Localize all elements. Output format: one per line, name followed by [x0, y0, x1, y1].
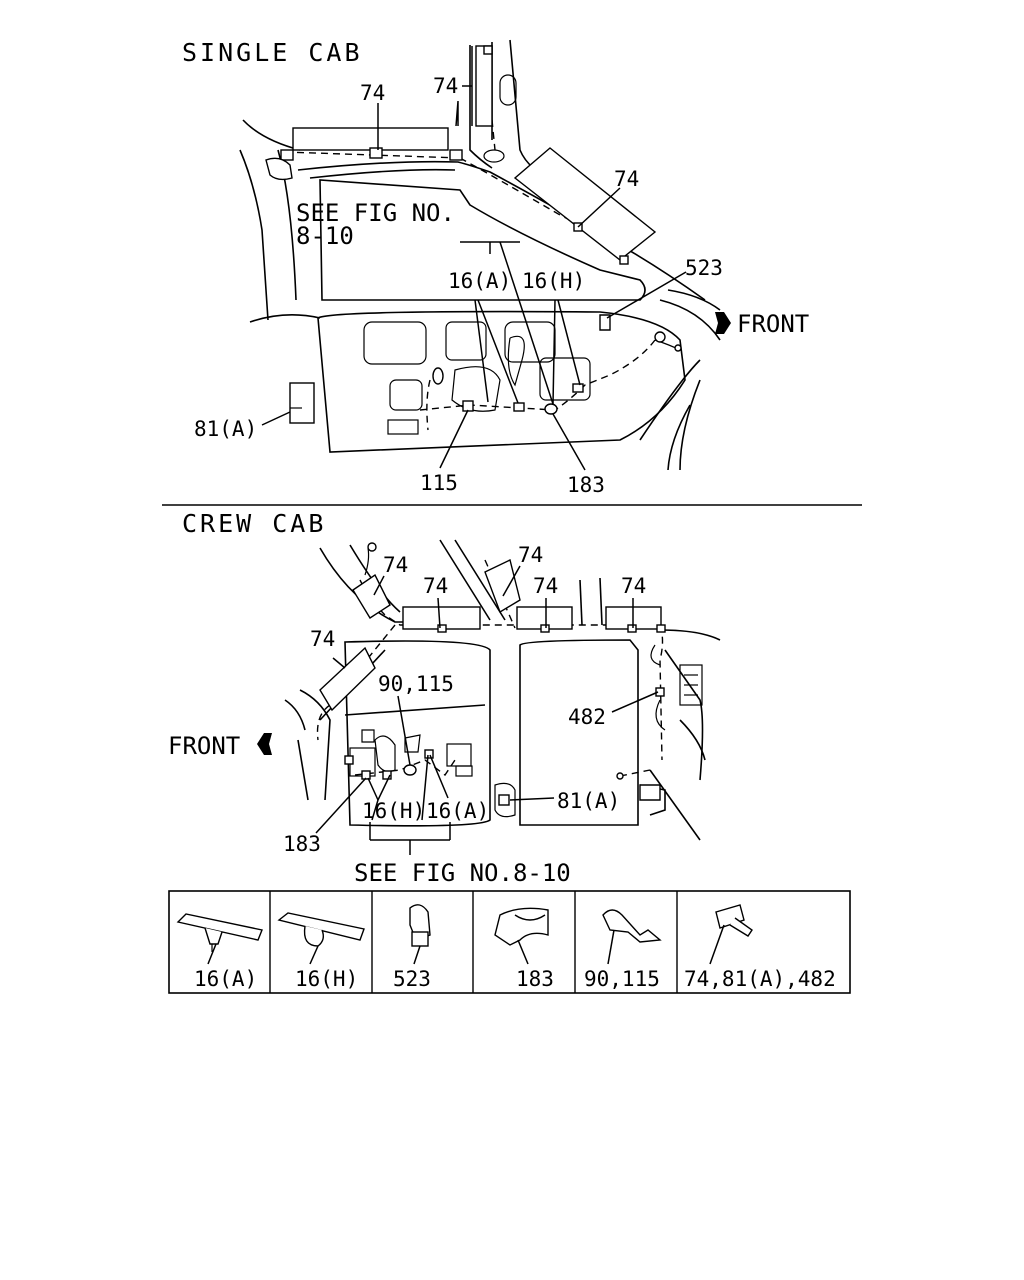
- callout-74-a: 74: [383, 553, 408, 577]
- pad-74-a: [352, 573, 391, 619]
- crew-cab-labels: 74 74 74 74 74 74 90,115 482 81(A) 16(H)…: [283, 543, 646, 887]
- callout-183-crew: 183: [283, 832, 321, 856]
- clip-74-mid: [369, 147, 383, 159]
- callout-74-e: 74: [621, 574, 646, 598]
- clip-16h-icon: [277, 912, 365, 965]
- single-cab-labels: 74 74 74 SEE FIG NO. 8-10 523 16(A) 16(H…: [194, 74, 723, 497]
- clip-74-left: [280, 149, 294, 161]
- single-cab-section: SINGLE CAB: [182, 38, 809, 497]
- callout-523: 523: [685, 256, 723, 280]
- callout-81a: 81(A): [194, 417, 257, 441]
- legend-frame: [168, 890, 851, 994]
- see-fig-crew: SEE FIG NO.8-10: [354, 859, 571, 887]
- callout-74-top: 74: [360, 81, 385, 105]
- crew-cab-leaders: [315, 565, 659, 855]
- clip-74-81a-482-icon: [709, 904, 753, 965]
- front-label-crew: FRONT: [168, 732, 240, 760]
- single-cab-body-outline: [239, 39, 721, 471]
- front-label-single: FRONT: [737, 310, 809, 338]
- pad-74-c: [484, 558, 521, 614]
- callout-16h-crew: 16(H): [362, 799, 425, 823]
- clip-74-right: [449, 149, 463, 161]
- front-arrow-crew: FRONT: [168, 732, 272, 760]
- clip-90-115-icon: [602, 909, 662, 965]
- crew-cab-section: CREW CAB: [168, 509, 721, 887]
- callout-16a-crew: 16(A): [426, 799, 489, 823]
- legend-label-90-115: 90,115: [584, 967, 660, 991]
- legend-label-523: 523: [393, 967, 431, 991]
- callout-482: 482: [568, 705, 606, 729]
- legend-label-16h: 16(H): [295, 967, 358, 991]
- callout-74-pillar: 74: [433, 74, 458, 98]
- callout-115: 115: [420, 471, 458, 495]
- pad-74-f: [319, 646, 376, 712]
- crew-cab-title: CREW CAB: [182, 509, 326, 538]
- legend-label-74-81a-482: 74,81(A),482: [684, 967, 836, 991]
- front-arrow-single: FRONT: [715, 310, 809, 338]
- parts-legend: 16(A) 16(H) 523 183 90,115: [168, 890, 851, 994]
- see-fig-line1: SEE FIG NO.: [296, 199, 455, 227]
- clip-523: [599, 314, 611, 331]
- single-cab-title: SINGLE CAB: [182, 38, 363, 67]
- callout-74-f: 74: [310, 627, 335, 651]
- callout-90-115: 90,115: [378, 672, 454, 696]
- clip-482: [655, 687, 665, 697]
- arrow-right-icon: [715, 312, 731, 334]
- callout-81a-crew: 81(A): [557, 789, 620, 813]
- callout-183: 183: [567, 473, 605, 497]
- callout-74-c: 74: [518, 543, 543, 567]
- see-fig-line2: 8-10: [296, 222, 354, 250]
- callout-74-b: 74: [423, 574, 448, 598]
- pad-74-pillar: [475, 45, 493, 127]
- crew-cab-clips: [319, 558, 666, 806]
- arrow-left-icon: [257, 733, 272, 755]
- crew-cab-body-outline: [284, 539, 721, 841]
- callout-16a: 16(A): [448, 269, 511, 293]
- callout-74-d: 74: [533, 574, 558, 598]
- legend-label-16a: 16(A): [194, 967, 257, 991]
- legend-label-183: 183: [516, 967, 554, 991]
- single-cab-leaders: [261, 46, 687, 471]
- pad-74-right: [513, 147, 657, 261]
- clip-81a: [498, 794, 510, 806]
- clip-16a-icon: [176, 913, 263, 965]
- clip-523-icon: [409, 904, 431, 965]
- clip-183-icon: [494, 907, 549, 965]
- single-cab-clips: [265, 45, 657, 415]
- callout-74-right: 74: [614, 167, 639, 191]
- callout-16h: 16(H): [522, 269, 585, 293]
